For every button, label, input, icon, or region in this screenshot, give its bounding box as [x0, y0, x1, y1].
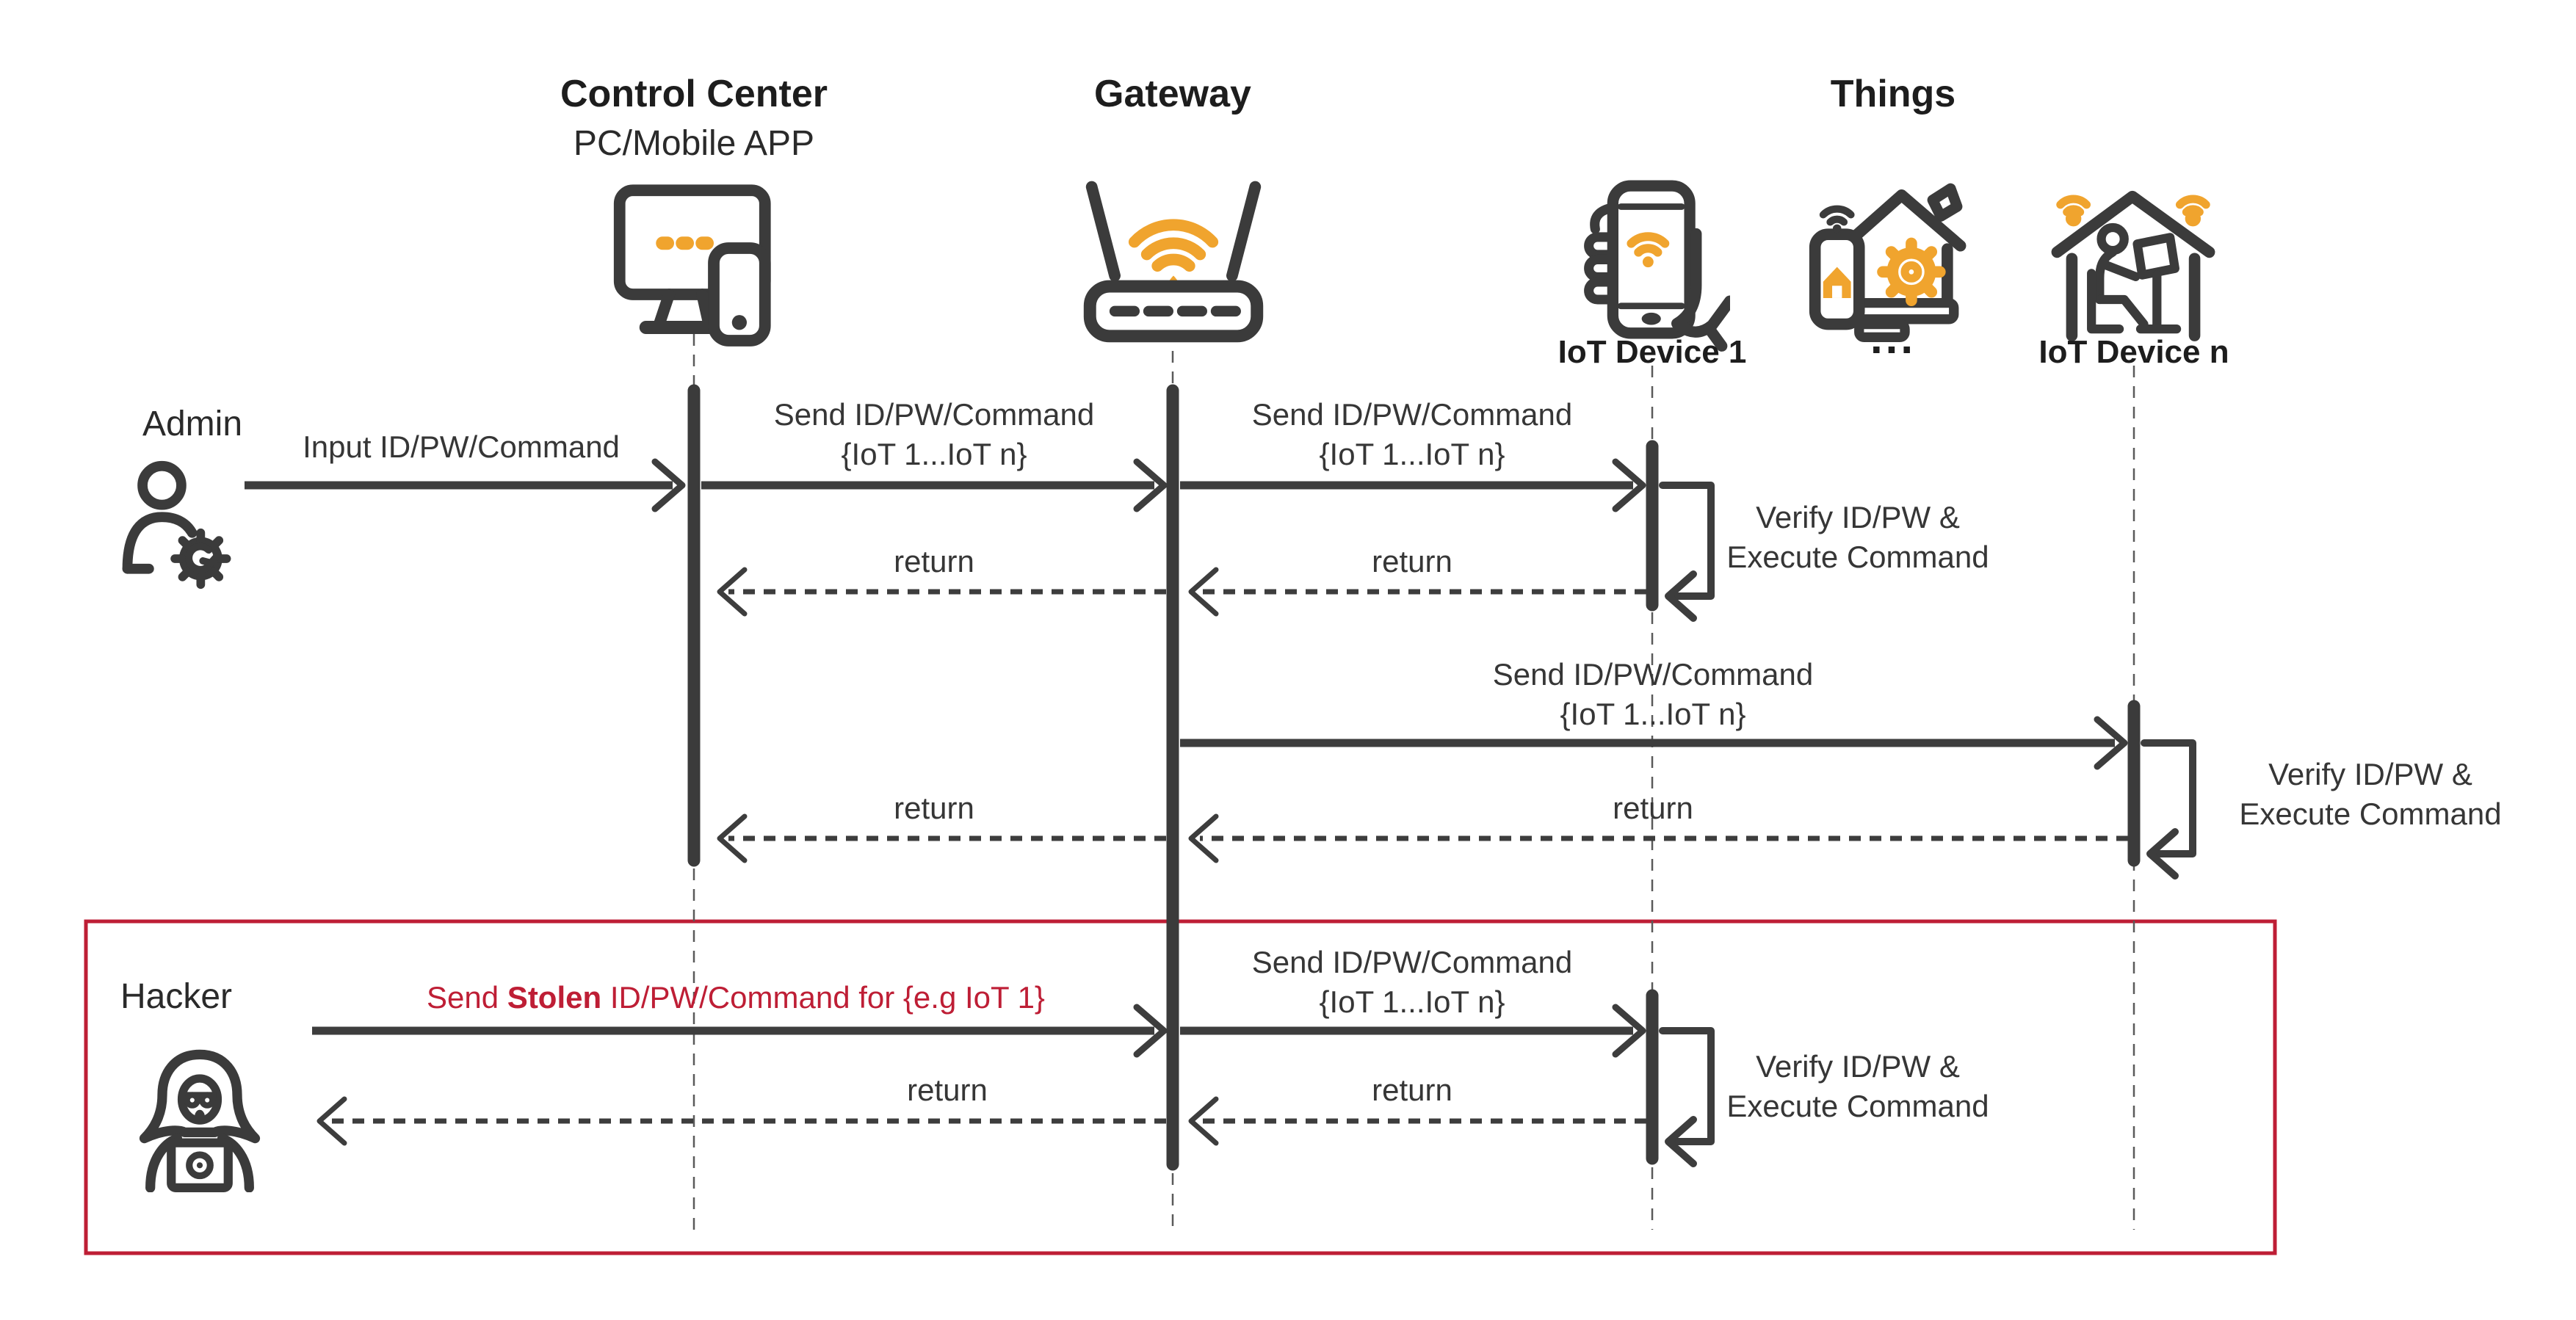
msg-verify-iotn-line2: Execute Command — [2239, 797, 2502, 831]
hacker-glasses — [183, 1092, 217, 1109]
activation-bars — [687, 384, 2141, 1171]
solid-arrows — [245, 481, 2115, 1035]
phone-wifi-waves — [1819, 205, 1855, 226]
arrowhead — [1612, 458, 1646, 512]
msg-verify-iot1-hacker-line1: Verify ID/PW & — [1756, 1049, 1960, 1084]
msg-send-cc-gw-line1: Send ID/PW/Command — [773, 397, 1095, 432]
msg-send-stolen-bold: Stolen — [507, 980, 602, 1015]
self-call-iot1-hacker — [1659, 1027, 1715, 1145]
return-arrows — [328, 589, 2128, 1124]
msg-return-iot1-gw: return — [1372, 544, 1452, 579]
msg-send-stolen: Send Stolen ID/PW/Command for {e.g IoT 1… — [427, 980, 1045, 1015]
admin-gear — [170, 528, 231, 590]
arrowhead — [717, 567, 748, 617]
router-wifi-waves — [1128, 219, 1219, 272]
header-gateway: Gateway — [1094, 73, 1251, 115]
msg-send-stolen-suffix: ID/PW/Command for {e.g IoT 1} — [601, 980, 1045, 1015]
hand-phone-wifi-icon — [1584, 180, 1730, 352]
msg-return-iotn-gw: return — [1613, 791, 1693, 825]
label-admin: Admin — [142, 405, 243, 443]
admin-gear-icon — [122, 460, 231, 590]
house-person-laptop-icon — [2051, 190, 2215, 341]
arrowhead — [1133, 1004, 1168, 1058]
self-call-arrowhead — [1665, 1116, 1697, 1167]
msg-send-gw-iot1-line1: Send ID/PW/Command — [1251, 397, 1573, 432]
phone-wifi-waves — [1627, 232, 1670, 257]
phone-home-glyph — [1823, 266, 1851, 298]
house-wifi-left — [2056, 195, 2091, 227]
person-at-laptop — [2087, 222, 2182, 334]
pc-screen-dots — [656, 236, 714, 250]
smart-home-gear-icon — [1809, 183, 1967, 342]
header-things: Things — [1830, 73, 1956, 115]
solid-arrowheads — [651, 458, 2128, 1058]
self-call-iotn — [2141, 739, 2196, 857]
label-device-ellipsis: ... — [1870, 313, 1917, 363]
phone-home-button — [1641, 312, 1661, 325]
self-call-arrowhead — [1665, 570, 1697, 622]
msg-send-gw-iot1-line2: {IoT 1...IoT n} — [1319, 437, 1505, 471]
header-control-center-sub: PC/Mobile APP — [573, 124, 815, 163]
self-call-iot1-admin — [1659, 482, 1715, 600]
arrowhead — [1188, 813, 1219, 863]
label-hacker: Hacker — [120, 977, 233, 1016]
msg-verify-iotn-line1: Verify ID/PW & — [2268, 757, 2472, 791]
arrowhead — [2094, 716, 2128, 770]
msg-send-cc-gw-line2: {IoT 1...IoT n} — [841, 437, 1027, 471]
arrowhead — [651, 458, 686, 512]
arrowhead — [1133, 458, 1168, 512]
arrowhead — [1188, 567, 1219, 617]
msg-verify-iot1-hacker-line2: Execute Command — [1726, 1089, 1989, 1123]
arrowhead — [1612, 1004, 1646, 1058]
smart-home-gear — [1877, 237, 1946, 307]
msg-return-iot1-gw-hacker: return — [1372, 1073, 1452, 1107]
pc-mobile-icon — [613, 184, 771, 347]
house-wifi-right — [2175, 195, 2210, 227]
label-iot-device-1: IoT Device 1 — [1557, 334, 1747, 370]
router-wifi-icon — [1083, 181, 1264, 343]
laptop-logo — [186, 1151, 214, 1180]
msg-send-stolen-prefix: Send — [427, 980, 507, 1015]
arrowhead — [717, 813, 748, 863]
hacker-mouth — [195, 1109, 205, 1124]
label-iot-device-n: IoT Device n — [2038, 334, 2229, 370]
self-call-brackets — [1659, 482, 2196, 1167]
hacker-laptop-icon — [139, 1049, 261, 1192]
msg-send-gw-iotn-line1: Send ID/PW/Command — [1492, 657, 1814, 692]
msg-send-gw-iotn-line2: {IoT 1...IoT n} — [1560, 697, 1746, 731]
msg-return-gw-hacker: return — [907, 1073, 988, 1107]
msg-input-id-pw-command: Input ID/PW/Command — [303, 429, 620, 464]
arrowhead — [316, 1096, 347, 1146]
arrowhead — [1188, 1096, 1219, 1146]
phone-home-button — [731, 315, 747, 330]
msg-verify-iot1-line2: Execute Command — [1726, 540, 1989, 574]
self-call-arrowhead — [2146, 828, 2179, 880]
msg-send-gw-iot1-hacker-line1: Send ID/PW/Command — [1251, 945, 1573, 979]
msg-return-gw-cc: return — [894, 544, 974, 579]
header-control-center: Control Center — [560, 73, 828, 115]
msg-verify-iot1-line1: Verify ID/PW & — [1756, 500, 1960, 534]
hacker-attack-region-box — [84, 919, 2277, 1255]
phone-wifi-dot — [1642, 256, 1654, 268]
msg-send-gw-iot1-hacker-line2: {IoT 1...IoT n} — [1319, 984, 1505, 1019]
return-arrowheads — [316, 567, 1219, 1146]
msg-return-gw-cc-2: return — [894, 791, 974, 825]
